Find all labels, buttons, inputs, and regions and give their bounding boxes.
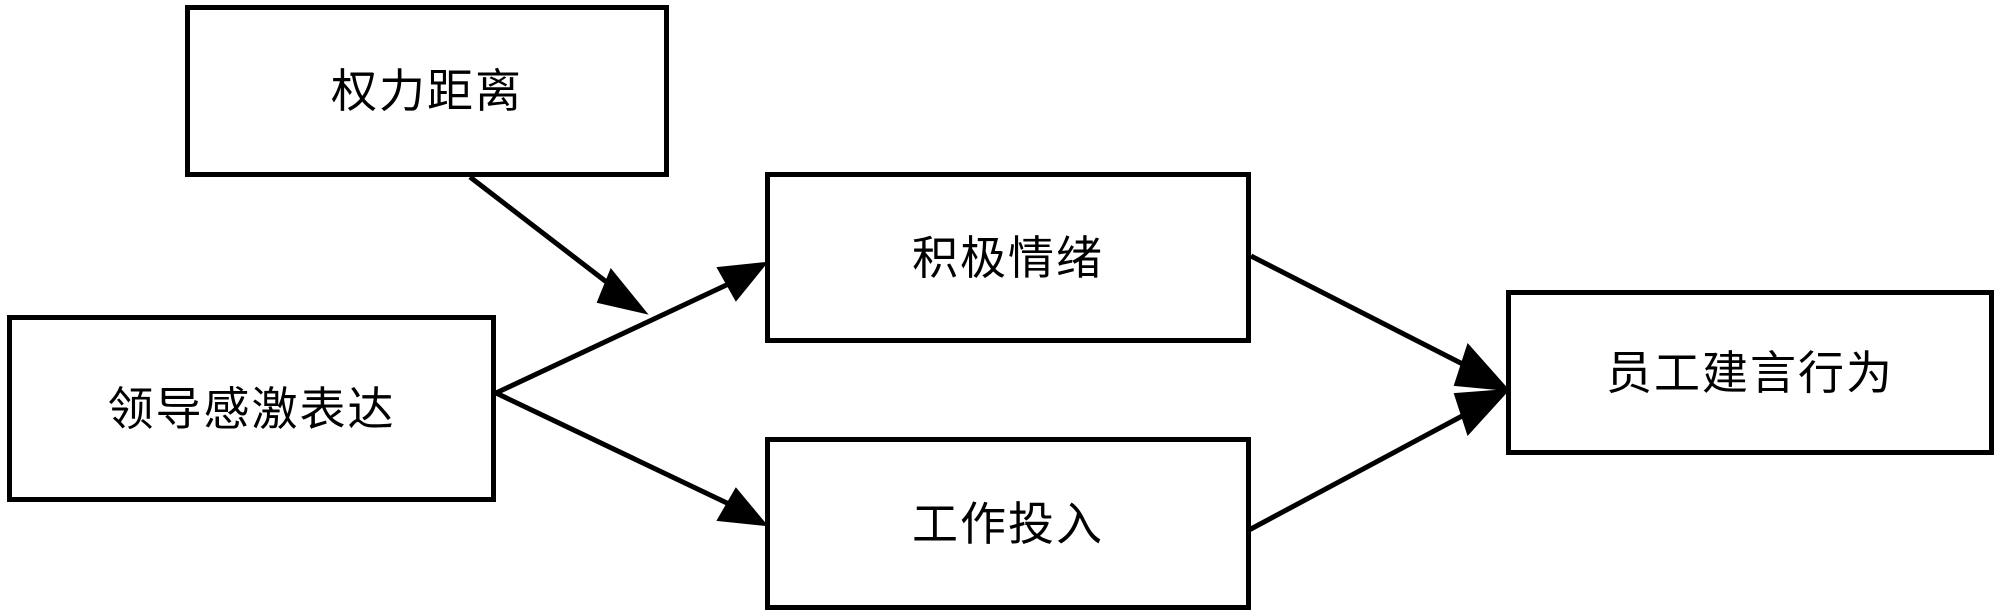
node-positive-emotion-label: 积极情绪 [912,230,1104,285]
node-positive-emotion[interactable]: 积极情绪 [765,172,1251,343]
edge-gratitude-to-engagement [494,390,769,527]
node-voice-behavior-label: 员工建言行为 [1606,345,1894,400]
node-work-engagement[interactable]: 工作投入 [765,437,1251,610]
edge-gratitude-to-emotion [494,261,769,396]
node-power-distance[interactable]: 权力距离 [185,5,669,177]
edge-engagement-to-voice [1247,388,1511,533]
node-power-distance-label: 权力距离 [331,64,523,118]
node-work-engagement-label: 工作投入 [912,496,1104,551]
node-leader-gratitude[interactable]: 领导感激表达 [7,315,496,502]
node-leader-gratitude-label: 领导感激表达 [107,381,396,436]
edge-emotion-to-voice [1249,253,1511,392]
edge-power-distance-moderation [468,175,649,315]
node-voice-behavior[interactable]: 员工建言行为 [1506,290,1994,455]
